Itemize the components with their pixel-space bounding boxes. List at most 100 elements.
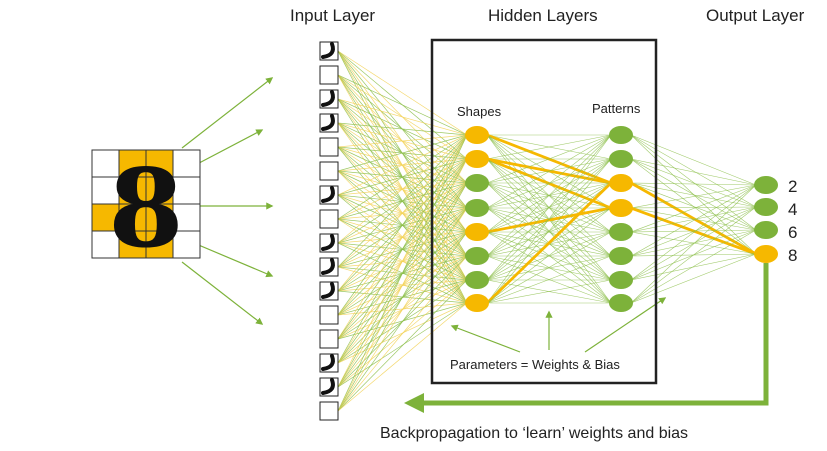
digit-grid-cell [118, 176, 147, 205]
input-cell [319, 401, 339, 421]
patterns-to-output-line [630, 158, 757, 231]
shapes-to-patterns-line [486, 207, 612, 304]
input-to-shapes-line [337, 302, 468, 412]
digit-grid-cell [172, 230, 201, 259]
parameter-arrow [584, 297, 667, 353]
input-cell-stroke [321, 90, 335, 107]
network-nodes [465, 126, 778, 312]
patterns-to-output-line [630, 158, 757, 186]
output-node [754, 176, 778, 194]
patterns-node [609, 150, 633, 168]
input-cell-stroke [321, 114, 335, 131]
patterns-to-output-line [630, 184, 757, 257]
patterns-node [609, 223, 633, 241]
patterns-node [609, 247, 633, 265]
input-cell-stroke [321, 378, 335, 395]
input-cell-stroke [321, 258, 335, 275]
parameters-label: Parameters = Weights & Bias [450, 357, 620, 372]
patterns-to-output-line [630, 158, 757, 208]
input-cell [319, 305, 339, 325]
input-to-shapes-line [337, 279, 468, 412]
input-to-shapes-line [337, 170, 468, 209]
patterns-to-output-line [630, 182, 757, 231]
shapes-node [465, 247, 489, 265]
output-layer-title: Output Layer [706, 6, 805, 25]
shapes-node [465, 199, 489, 217]
strong-connection-line [486, 181, 612, 305]
hidden-layers-title: Hidden Layers [488, 6, 598, 25]
input-to-shapes-line [337, 207, 468, 412]
input-to-shapes-line [337, 74, 468, 209]
parameter-arrow [450, 324, 521, 353]
connection-lines [337, 50, 757, 412]
hidden-layers-box [430, 38, 658, 385]
input-cell-stroke [321, 282, 335, 299]
patterns-node [609, 199, 633, 217]
shapes-to-patterns-line [486, 134, 612, 257]
strong-connection-line [486, 206, 612, 234]
shapes-node [465, 174, 489, 192]
handwritten-digit: 8 [108, 146, 183, 272]
input-to-shapes-line [337, 98, 468, 136]
patterns-to-output-line [630, 184, 757, 209]
patterns-to-output-line [630, 184, 757, 233]
shapes-to-patterns-line [486, 158, 612, 304]
backpropagation-arrow [404, 263, 769, 413]
input-to-shapes-line [337, 255, 468, 412]
input-to-shapes-line [337, 134, 468, 196]
patterns-node [609, 271, 633, 289]
input-arrow [181, 77, 274, 149]
input-arrow [181, 261, 264, 325]
input-to-shapes-line [337, 134, 468, 340]
shapes-to-patterns-line [486, 255, 612, 281]
input-cell-stroke [321, 234, 335, 251]
input-to-shapes-line [337, 134, 468, 172]
input-cell [319, 209, 339, 229]
shapes-node [465, 223, 489, 241]
input-to-shapes-line [337, 231, 468, 412]
input-to-shapes-line [337, 98, 468, 209]
digit-grid-cell [118, 203, 147, 232]
digit-grid-cell [145, 176, 174, 205]
backprop-arrow-path [404, 263, 769, 413]
patterns-to-output-line [630, 134, 757, 231]
input-cell [319, 161, 339, 181]
patterns-to-output-line [630, 206, 757, 304]
patterns-to-output-line [630, 182, 757, 208]
patterns-label: Patterns [592, 101, 641, 116]
digit-grid-cell [118, 149, 147, 178]
input-cell [319, 65, 339, 85]
patterns-to-output-line [630, 206, 757, 257]
input-to-shapes-line [337, 134, 468, 292]
shapes-to-patterns-line [486, 134, 612, 281]
digit-grid-cell [172, 176, 201, 205]
digit-input-image: 8 [91, 146, 201, 272]
patterns-to-output-line [630, 253, 757, 281]
patterns-to-output-line [630, 184, 757, 281]
input-to-shapes-line [337, 134, 468, 244]
input-cell-stroke [321, 354, 335, 371]
shapes-to-patterns-line [486, 134, 612, 209]
output-label-2: 2 [788, 177, 798, 196]
shapes-node [465, 126, 489, 144]
output-label-4: 4 [788, 200, 798, 219]
patterns-to-output-line [630, 182, 757, 186]
shapes-to-patterns-line [486, 134, 612, 233]
shapes-to-patterns-line [486, 279, 612, 304]
input-to-shapes-line [337, 158, 468, 412]
input-to-shapes-line [337, 146, 468, 209]
shapes-to-patterns-line [486, 134, 612, 160]
input-to-shapes-line [337, 134, 468, 412]
shapes-to-patterns-line [486, 134, 612, 304]
input-to-shapes-line [337, 182, 468, 412]
input-to-shapes-line [337, 122, 468, 136]
output-label-8: 8 [788, 246, 798, 265]
patterns-to-output-line [630, 206, 757, 233]
patterns-to-output-line [630, 229, 757, 304]
input-to-shapes-line [337, 134, 468, 220]
digit-grid-cell [91, 176, 120, 205]
input-to-shapes-line [337, 122, 468, 209]
input-cell-stroke [321, 42, 335, 59]
patterns-to-output-line [630, 253, 757, 304]
